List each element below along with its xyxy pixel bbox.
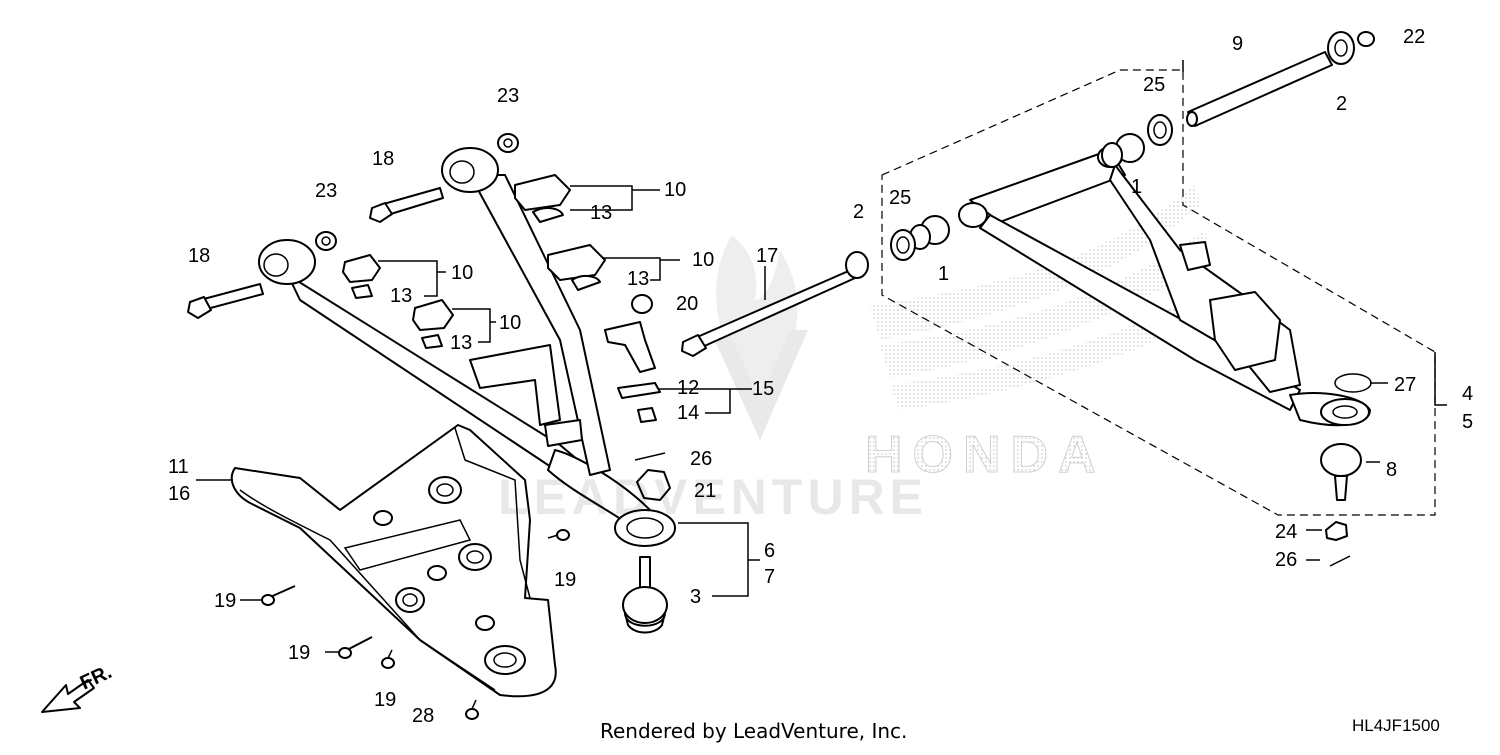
- front-direction-arrow: FR.: [41, 661, 115, 713]
- callout-11[interactable]: 11: [168, 456, 189, 478]
- nut-23-lower[interactable]: [315, 231, 337, 251]
- pivot-shaft-9[interactable]: [1186, 51, 1333, 127]
- cotter-pin-26-right[interactable]: [1329, 555, 1351, 567]
- bolt-19-a[interactable]: [261, 585, 296, 606]
- callout-2[interactable]: 2: [853, 201, 864, 223]
- callout-19[interactable]: 19: [214, 590, 236, 612]
- bushing-1-upper[interactable]: [1101, 133, 1145, 168]
- leader-lines: [196, 60, 1447, 653]
- plate-12[interactable]: [617, 382, 661, 399]
- nut-20[interactable]: [631, 294, 653, 314]
- callout-19[interactable]: 19: [288, 642, 310, 664]
- holder-10-d[interactable]: [412, 299, 454, 349]
- washer-2-lower[interactable]: [845, 251, 869, 279]
- callout-10[interactable]: 10: [692, 249, 714, 271]
- seal-25-lower[interactable]: [890, 229, 916, 261]
- callout-8[interactable]: 8: [1386, 459, 1397, 481]
- callout-10[interactable]: 10: [451, 262, 473, 284]
- seal-25-upper[interactable]: [1147, 114, 1173, 146]
- footer-credit: Rendered by LeadVenture, Inc.: [600, 719, 908, 743]
- callout-22[interactable]: 22: [1403, 26, 1425, 48]
- callout-12[interactable]: 12: [677, 377, 699, 399]
- callout-4[interactable]: 4: [1462, 383, 1473, 405]
- watermark-honda: HONDA: [865, 426, 1106, 484]
- callout-26[interactable]: 26: [690, 448, 712, 470]
- callout-14[interactable]: 14: [677, 402, 699, 424]
- callout-9[interactable]: 9: [1232, 33, 1243, 55]
- callout-1[interactable]: 1: [1131, 176, 1142, 198]
- watermark-vendor: LEADVENTURE: [498, 469, 929, 525]
- callout-13[interactable]: 13: [590, 202, 612, 224]
- nut-22[interactable]: [1357, 31, 1375, 47]
- callout-27[interactable]: 27: [1394, 374, 1416, 396]
- callout-13[interactable]: 13: [390, 285, 412, 307]
- callout-23[interactable]: 23: [315, 180, 337, 202]
- castle-nut-21[interactable]: [636, 469, 671, 501]
- callout-5[interactable]: 5: [1462, 411, 1473, 433]
- callout-25[interactable]: 25: [1143, 74, 1165, 96]
- callout-23[interactable]: 23: [497, 85, 519, 107]
- block-14[interactable]: [637, 407, 657, 423]
- bracket-15[interactable]: [604, 321, 656, 373]
- bolt-19-c[interactable]: [381, 649, 395, 669]
- bolt-19-d[interactable]: [547, 529, 570, 541]
- bolt-28[interactable]: [465, 699, 479, 720]
- holder-10-b[interactable]: [547, 244, 606, 291]
- callout-10[interactable]: 10: [664, 179, 686, 201]
- cotter-pin-26-left[interactable]: [634, 452, 666, 461]
- callout-13[interactable]: 13: [627, 268, 649, 290]
- ball-joint-3[interactable]: [622, 556, 668, 634]
- holder-10-a[interactable]: [514, 174, 571, 223]
- callout-18[interactable]: 18: [372, 148, 394, 170]
- callout-25[interactable]: 25: [889, 187, 911, 209]
- callout-19[interactable]: 19: [374, 689, 396, 711]
- callout-17[interactable]: 17: [756, 245, 778, 267]
- callout-10[interactable]: 10: [499, 312, 521, 334]
- circlip-27[interactable]: [1334, 373, 1372, 393]
- bolt-18-lower[interactable]: [187, 283, 264, 319]
- washer-2-upper[interactable]: [1327, 31, 1355, 65]
- holder-10-c[interactable]: [342, 254, 381, 299]
- callout-16[interactable]: 16: [168, 483, 190, 505]
- bolt-18-upper[interactable]: [369, 187, 444, 223]
- bolt-19-b[interactable]: [338, 636, 373, 659]
- nut-23-upper[interactable]: [497, 133, 519, 153]
- callout-1[interactable]: 1: [938, 263, 949, 285]
- callout-20[interactable]: 20: [676, 293, 698, 315]
- callout-19[interactable]: 19: [554, 569, 576, 591]
- callout-21[interactable]: 21: [694, 480, 716, 502]
- callout-2[interactable]: 2: [1336, 93, 1347, 115]
- callout-15[interactable]: 15: [752, 378, 774, 400]
- watermark-logo: HONDA: [710, 185, 1218, 485]
- callout-7[interactable]: 7: [764, 566, 775, 588]
- callout-13[interactable]: 13: [450, 332, 472, 354]
- lower-arm-front[interactable]: [441, 147, 611, 476]
- lower-arm-rear[interactable]: [258, 239, 676, 547]
- upper-arm-dashed-box: [881, 69, 1436, 516]
- skid-plate[interactable]: [230, 424, 557, 698]
- callout-18[interactable]: 18: [188, 245, 210, 267]
- nut-24[interactable]: [1325, 521, 1348, 541]
- diagram-code: HL4JF1500: [1352, 716, 1440, 735]
- callout-24[interactable]: 24: [1275, 521, 1297, 543]
- upper-arm[interactable]: [958, 146, 1371, 427]
- callout-28[interactable]: 28: [412, 705, 434, 727]
- callout-3[interactable]: 3: [690, 586, 701, 608]
- callout-6[interactable]: 6: [764, 540, 775, 562]
- callout-labels: 23 18 23 18 10 13 10 13 10 13 10 13 20 1…: [168, 26, 1473, 727]
- ball-joint-8[interactable]: [1320, 443, 1362, 501]
- callout-26[interactable]: 26: [1275, 549, 1297, 571]
